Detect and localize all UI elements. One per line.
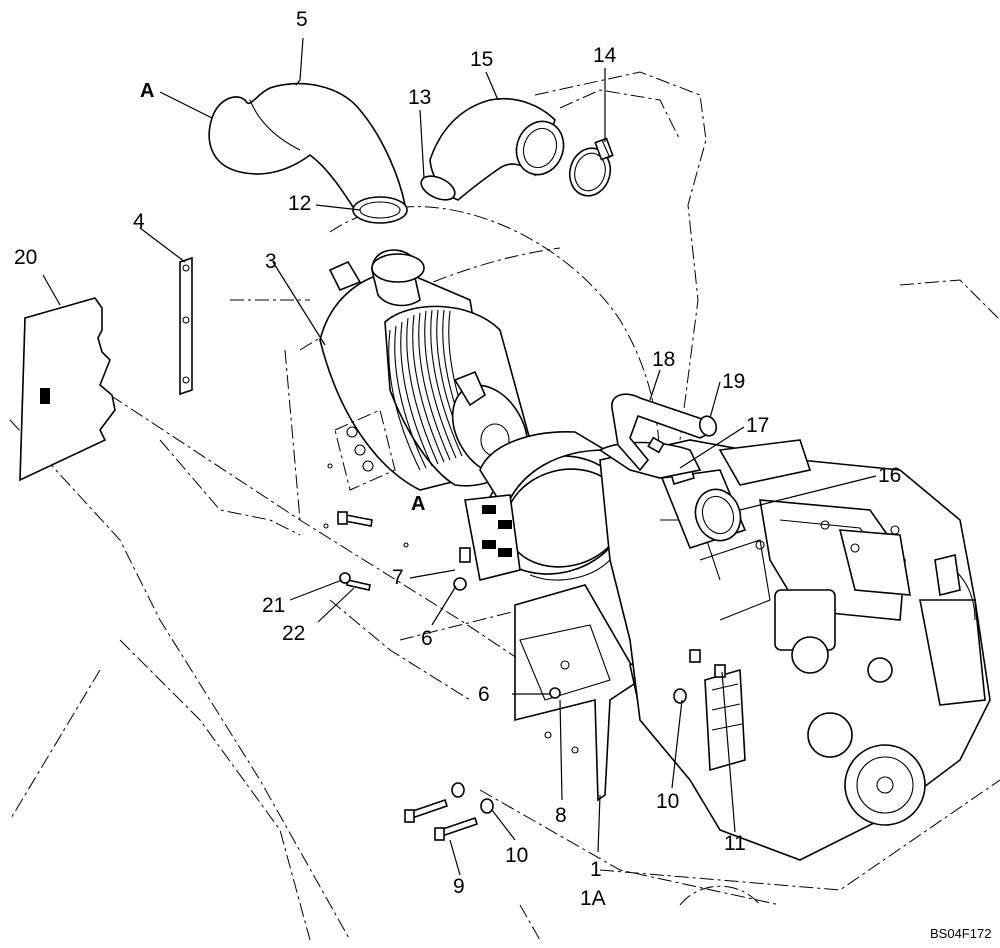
fasteners bbox=[323, 463, 726, 841]
callout-14: 14 bbox=[593, 44, 617, 67]
callout-15: 15 bbox=[470, 48, 493, 71]
air-cleaner bbox=[319, 249, 531, 491]
leader-lines bbox=[42, 37, 877, 876]
callout-5: 5 bbox=[296, 8, 308, 31]
callout-16: 16 bbox=[878, 464, 901, 487]
support-bracket bbox=[179, 256, 193, 396]
intake-hose bbox=[208, 82, 408, 224]
breather-hose bbox=[611, 393, 718, 472]
callout-6-lower: 6 bbox=[478, 683, 490, 706]
callout-9: 9 bbox=[453, 875, 465, 898]
callout-1a: 1A bbox=[580, 887, 606, 910]
callout-10-right: 10 bbox=[656, 790, 679, 813]
callout-4: 4 bbox=[133, 210, 145, 233]
callout-3: 3 bbox=[265, 250, 277, 273]
callout-18: 18 bbox=[652, 348, 675, 371]
callout-22: 22 bbox=[282, 622, 305, 645]
callout-labels: 5 15 14 13 12 4 20 3 18 19 17 16 7 21 22… bbox=[14, 8, 991, 941]
reference-mark-a-mid: A bbox=[411, 493, 425, 515]
air-cleaner-mount-plate bbox=[334, 409, 396, 491]
callout-6-upper: 6 bbox=[421, 627, 433, 650]
callout-21: 21 bbox=[262, 594, 285, 617]
callout-7: 7 bbox=[392, 566, 404, 589]
phantom-frame-outlines bbox=[9, 71, 1000, 941]
mounting-bands bbox=[464, 431, 627, 581]
intake-tube-assembly bbox=[598, 439, 812, 549]
callout-13: 13 bbox=[408, 86, 431, 109]
callout-17: 17 bbox=[746, 414, 769, 437]
callout-10-left: 10 bbox=[505, 844, 528, 867]
callout-8: 8 bbox=[555, 804, 567, 827]
drawing-code: BS04F172 bbox=[930, 926, 991, 941]
callout-12: 12 bbox=[288, 192, 311, 215]
heat-shield bbox=[19, 297, 116, 482]
reference-mark-a-top: A bbox=[140, 80, 154, 102]
callout-19: 19 bbox=[722, 370, 745, 393]
callout-11: 11 bbox=[724, 832, 746, 855]
outlet-hose bbox=[429, 97, 565, 201]
hose-clamps bbox=[420, 137, 614, 201]
callout-1: 1 bbox=[590, 858, 602, 881]
callout-20: 20 bbox=[14, 246, 37, 269]
